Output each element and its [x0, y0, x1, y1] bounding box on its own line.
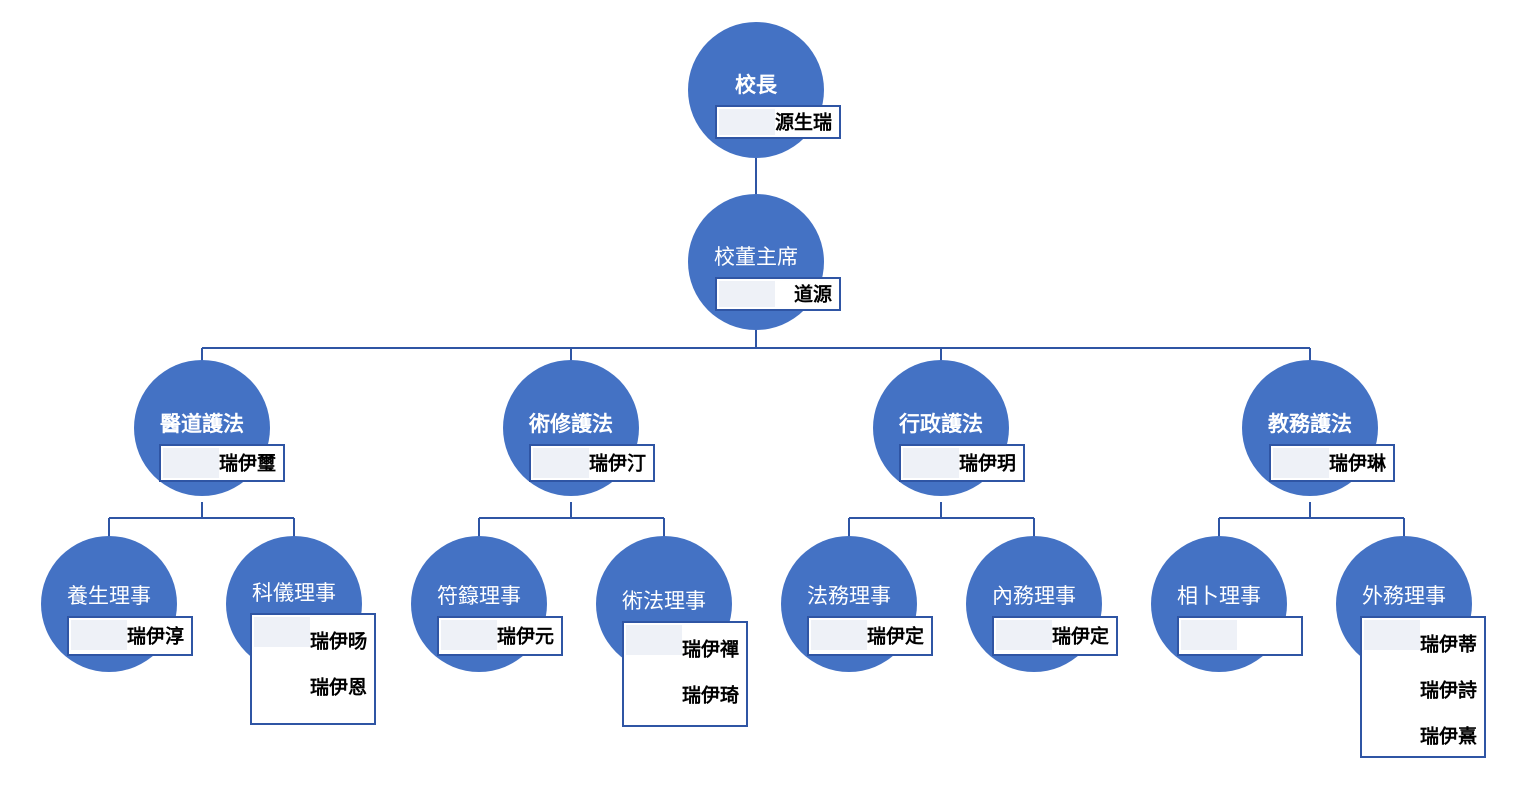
person-name: 瑞伊元: [497, 625, 554, 648]
person-name: 瑞伊玥: [959, 452, 1016, 475]
name-box-shade: [719, 281, 775, 307]
node-title: 醫道護法: [160, 412, 244, 436]
node-title: 法務理事: [807, 584, 891, 608]
name-box-shade: [533, 448, 589, 478]
person-name: 瑞伊琳: [1329, 452, 1387, 475]
person-name: 瑞伊汀: [589, 452, 646, 475]
person-name: 瑞伊禪: [682, 638, 739, 661]
name-box-shade: [719, 109, 775, 135]
node-title: 術法理事: [622, 589, 706, 613]
person-name: 瑞伊定: [1052, 625, 1109, 648]
name-box-shade: [811, 620, 867, 650]
person-name: 瑞伊熹: [1420, 725, 1477, 748]
node-title: 養生理事: [67, 584, 151, 608]
name-box-shade: [626, 625, 682, 655]
person-name: 道源: [794, 283, 832, 306]
name-box-shade: [441, 620, 497, 650]
node-title: 術修護法: [528, 412, 613, 436]
name-box-shade: [903, 448, 959, 478]
name-box-shade: [996, 620, 1052, 650]
name-box-shade: [1181, 620, 1237, 650]
name-box-shade: [71, 620, 127, 650]
node-title: 校董主席: [714, 245, 798, 269]
connector-lines: [108, 158, 1405, 538]
node-title: 外務理事: [1362, 584, 1446, 608]
name-box-shade: [1364, 620, 1420, 650]
person-name: 源生瑞: [775, 111, 832, 134]
node-title: 符籙理事: [437, 584, 521, 608]
node-title: 內務理事: [992, 584, 1076, 608]
person-name: 瑞伊蒂: [1420, 633, 1477, 656]
node-title: 教務護法: [1268, 412, 1352, 436]
node-title: 行政護法: [898, 412, 983, 436]
person-name: 瑞伊恩: [310, 676, 367, 699]
node-title: 校長: [735, 73, 778, 97]
name-box-shade: [1273, 448, 1329, 478]
name-box-shade: [254, 617, 310, 647]
node-title: 科儀理事: [252, 581, 336, 605]
node-title: 相卜理事: [1177, 584, 1261, 608]
org-node-director-6: 相卜理事: [1151, 536, 1303, 672]
name-box-shade: [163, 448, 219, 478]
person-name: 瑞伊詩: [1420, 679, 1477, 702]
person-name: 瑞伊璽: [219, 452, 276, 475]
person-name: 瑞伊定: [867, 625, 924, 648]
person-name: 瑞伊旸: [310, 630, 367, 653]
person-name: 瑞伊淳: [127, 625, 184, 648]
person-name: 瑞伊琦: [682, 684, 739, 707]
